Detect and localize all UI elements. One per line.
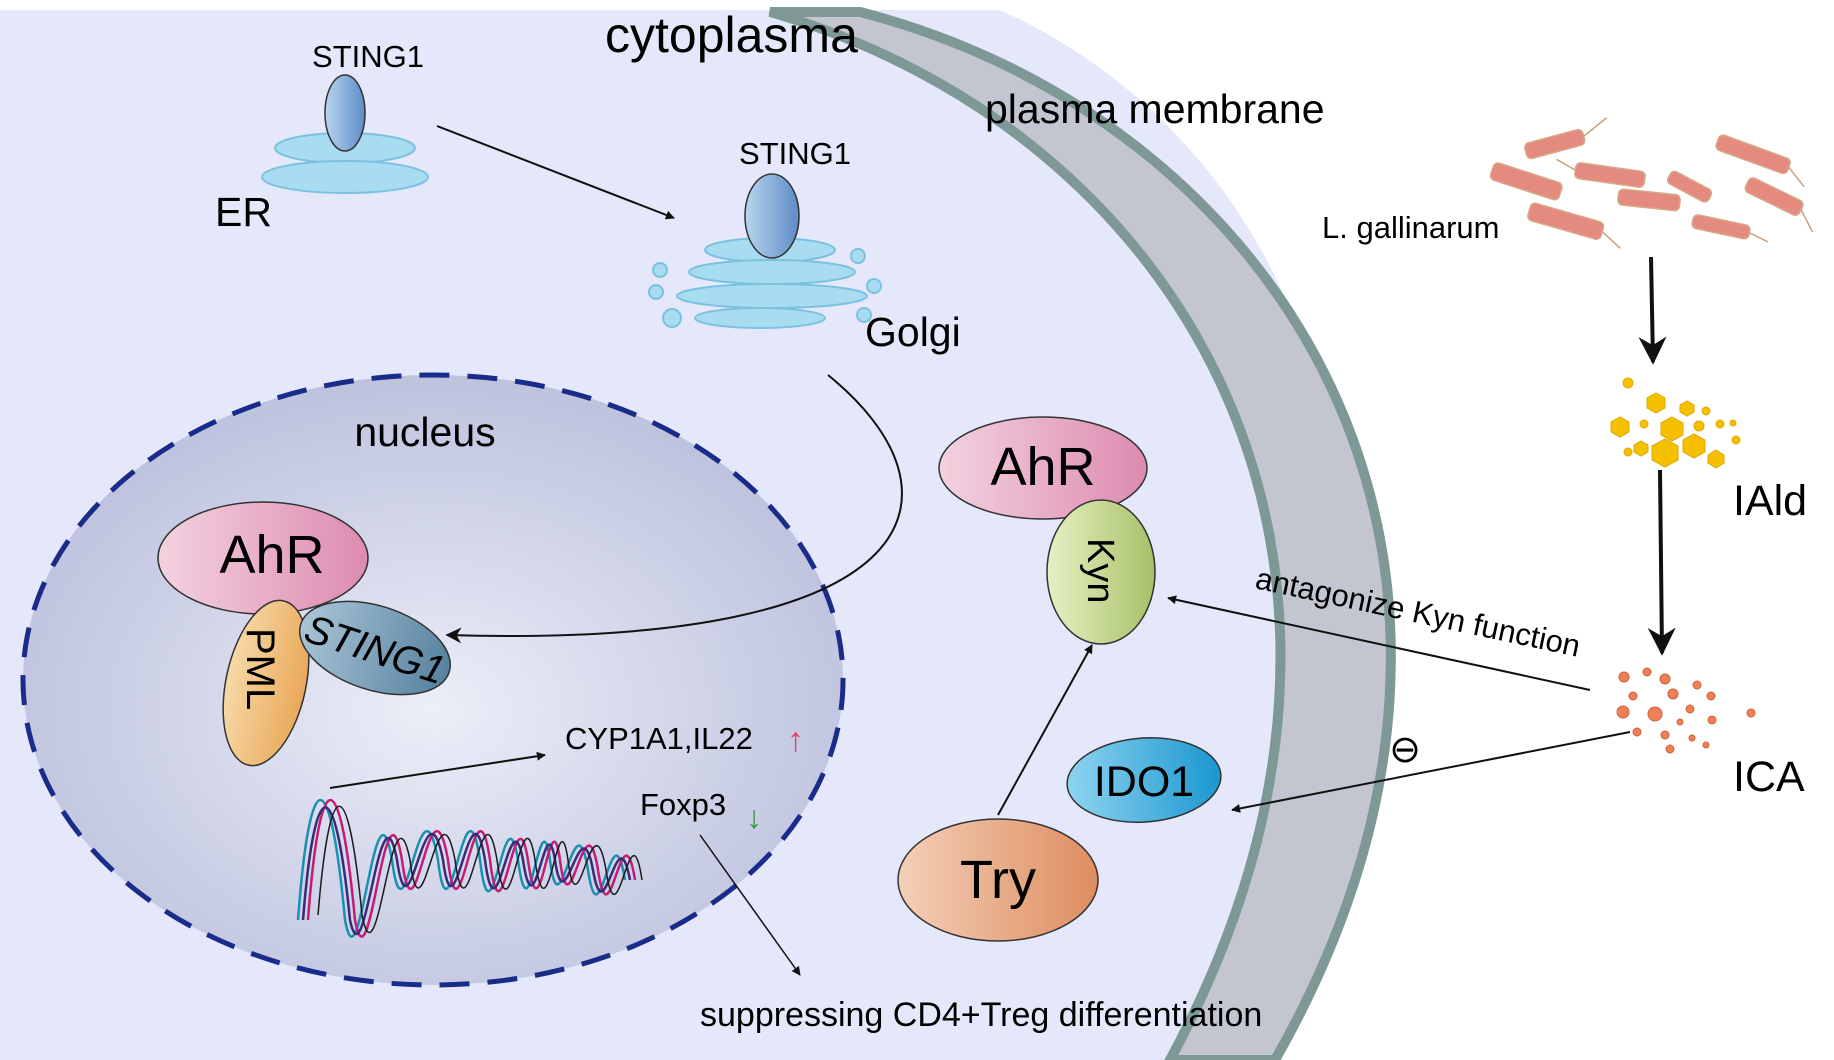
ica-to-ido1-arrow	[1231, 731, 1631, 813]
try-shape	[897, 818, 1099, 942]
er-label: ER	[215, 189, 272, 235]
kyn-shape	[1046, 499, 1156, 645]
golgi-to-nucleus-arrow	[445, 374, 903, 644]
suppressing-label: suppressing CD4+Treg differentiation	[700, 996, 1262, 1034]
ahr-cytoplasm-shape	[938, 416, 1148, 520]
kyn-label: Kyn	[1079, 538, 1121, 603]
ahr-nucleus-label: AhR	[219, 525, 324, 585]
up-arrow-icon: ↑	[787, 721, 804, 759]
sting1-complex-shape	[298, 600, 452, 696]
pml-label: PML	[238, 628, 282, 710]
golgi-label: Golgi	[865, 309, 961, 355]
dna-helix	[296, 799, 643, 938]
pml-shape	[222, 599, 310, 767]
ica-particles	[1616, 667, 1756, 754]
plasma-membrane-label: plasma membrane	[985, 86, 1325, 132]
iald-particles	[1610, 377, 1741, 469]
er-to-golgi-arrow	[436, 125, 675, 220]
dna-to-cyp-arrow	[329, 751, 546, 789]
ica-label: ICA	[1733, 753, 1805, 801]
cyp-il22-label: CYP1A1,IL22	[565, 721, 753, 756]
iald-label: IAld	[1733, 477, 1807, 525]
nucleus-label: nucleus	[354, 409, 495, 455]
sting1-golgi-protein	[744, 173, 800, 259]
ica-to-kyn-arrow	[1167, 595, 1591, 691]
l-gallinarum-bacteria	[1489, 117, 1814, 249]
bacteria-to-iald-arrow	[1638, 256, 1667, 365]
foxp3-to-treg-arrow	[699, 834, 801, 976]
sting1-golgi-label: STING1	[739, 136, 851, 171]
ido1-label: IDO1	[1094, 758, 1194, 806]
inhibit-icon: ⊖	[1389, 729, 1421, 771]
ido1-shape	[1066, 737, 1222, 823]
l-gallinarum-label: L. gallinarum	[1322, 210, 1499, 245]
sting1-er-protein	[324, 74, 366, 152]
try-label: Try	[960, 850, 1036, 910]
foxp3-label: Foxp3	[640, 787, 726, 822]
sting1-er-label: STING1	[312, 39, 424, 74]
ahr-pml-sting1-complex	[157, 501, 452, 767]
cytoplasma-label: cytoplasma	[605, 7, 858, 63]
ahr-cytoplasm-label: AhR	[990, 437, 1095, 497]
try-to-kyn-arrow	[997, 644, 1093, 816]
golgi-apparatus	[648, 173, 882, 329]
plasma-membrane	[768, 7, 1396, 1060]
endoplasmic-reticulum	[261, 74, 429, 194]
iald-to-ica-arrow	[1647, 469, 1676, 656]
down-arrow-icon: ↓	[746, 799, 762, 835]
